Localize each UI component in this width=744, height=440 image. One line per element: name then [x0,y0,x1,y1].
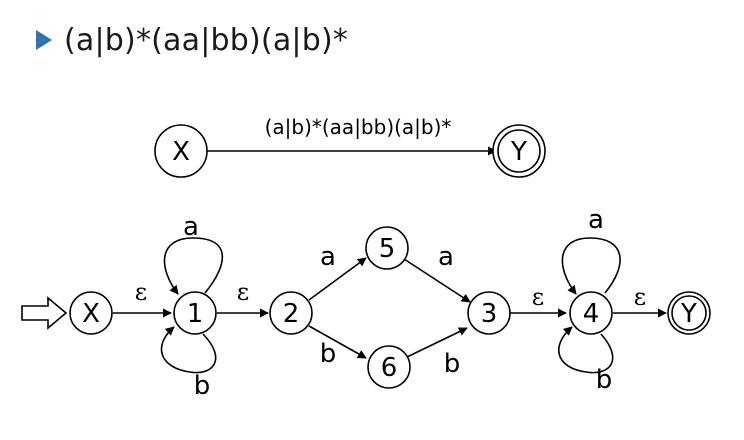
label-2-6: b [320,339,337,369]
node-4: 4 [569,291,613,335]
start-arrow-icon [21,296,68,330]
node-x: X [69,291,113,335]
node-2: 2 [269,291,313,335]
top-node-y-label: Y [510,137,527,167]
label-loop-1-a: a [183,212,199,242]
bullet-triangle-icon [36,30,52,50]
label-loop-1-b: b [194,371,211,401]
top-node-y-accepting: Y [492,124,546,178]
node-5-label: 5 [379,234,396,264]
edge-6-3 [406,327,468,358]
node-1-label: 1 [187,299,204,329]
top-edge-label: (a|b)*(aa|bb)(a|b)* [265,115,452,139]
node-5: 5 [365,226,409,270]
edge-5-3 [403,258,471,303]
node-3: 3 [467,291,511,335]
loop-1-b [160,326,217,374]
node-6: 6 [367,345,411,389]
label-6-3: b [444,349,461,379]
edge-2-6 [308,325,367,359]
node-y-accepting: Y [667,291,711,335]
label-4-y: ε [634,283,646,311]
heading-regex: (a|b)*(aa|bb)(a|b)* [64,22,349,58]
label-x-1: ε [135,278,147,306]
top-node-x: X [154,124,208,178]
label-loop-4-a: a [588,205,604,235]
node-6-label: 6 [381,353,398,383]
loop-4-b [557,326,614,374]
loop-1-a [163,237,224,295]
edge-2-5 [308,257,367,301]
top-node-x-label: X [172,137,190,167]
node-2-label: 2 [283,299,300,329]
loop-4-a [561,237,621,295]
label-3-4: ε [532,283,544,311]
heading-line: (a|b)*(aa|bb)(a|b)* [36,18,348,62]
node-1: 1 [173,291,217,335]
node-x-label: X [82,299,100,329]
label-1-2: ε [237,278,249,306]
label-loop-4-b: b [596,365,613,395]
node-4-label: 4 [583,299,600,329]
label-5-3: a [438,242,454,272]
label-2-5: a [320,242,336,272]
node-3-label: 3 [481,299,498,329]
node-y-label: Y [680,299,697,329]
